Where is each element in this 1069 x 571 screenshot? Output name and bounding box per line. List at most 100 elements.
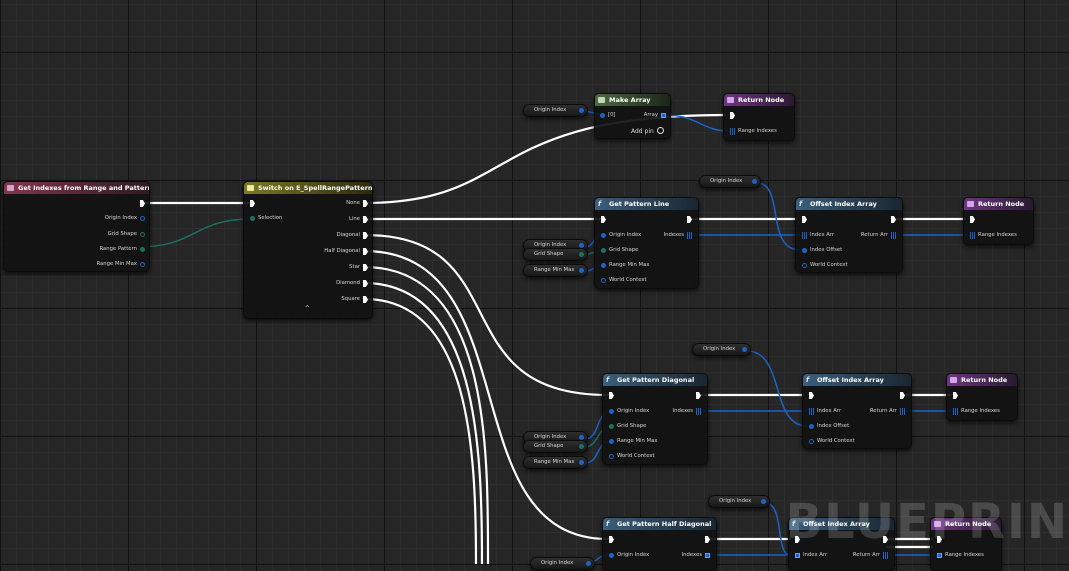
exec-out-pin[interactable] [705,536,710,543]
return-icon [967,201,974,207]
case-star-pin[interactable]: Star [349,264,360,270]
exec-in-pin[interactable] [730,112,735,119]
data-wire [764,502,791,556]
case-half-diagonal-pin[interactable]: Half Diagonal [324,248,360,254]
return-node[interactable]: Return Node Range Indexes [963,197,1034,245]
index-offset-pin[interactable]: Index Offset [802,246,852,255]
range-pattern-pin[interactable]: Range Pattern [85,245,145,254]
exec-wire [362,297,478,564]
origin-index-getter[interactable]: Origin Index [523,104,588,117]
indexes-pin[interactable]: Indexes [681,552,702,558]
range-min-max-getter[interactable]: Range Min Max [523,264,588,277]
return-icon [950,377,957,383]
world-context-pin[interactable]: World Context [609,452,669,461]
exec-in-pin[interactable] [937,536,942,543]
return-arr-pin[interactable]: Return Arr [860,232,888,238]
exec-out-pin[interactable] [363,232,368,239]
grid-shape-getter[interactable]: Grid Shape [523,440,588,453]
return-arr-pin[interactable]: Return Arr [852,552,880,558]
return-arr-pin[interactable]: Return Arr [869,408,897,414]
data-wire [746,350,808,427]
exec-in-pin[interactable] [609,536,614,543]
exec-out-pin[interactable] [696,392,701,399]
world-context-pin[interactable]: World Context [802,261,852,270]
exec-out-pin[interactable] [363,264,368,271]
origin-index-pin[interactable]: Origin Index [601,231,661,240]
origin-index-getter[interactable]: Origin Index [708,495,770,508]
range-indexes-pin[interactable]: Range Indexes [961,408,1000,414]
range-min-max-pin[interactable]: Range Min Max [85,260,145,269]
function-entry-node[interactable]: Get Indexes from Range and Pattern Origi… [3,181,150,272]
world-context-pin[interactable]: World Context [601,276,661,285]
data-wire [756,182,801,251]
range-indexes-pin[interactable]: Range Indexes [738,128,777,134]
switch-node[interactable]: Switch on E_SpellRangePattern Selection … [243,181,373,319]
case-square-pin[interactable]: Square [341,296,360,302]
exec-out-pin[interactable] [140,200,145,207]
add-pin-button[interactable]: Add pin [631,127,664,135]
exec-out-pin[interactable] [883,536,888,543]
make-array-node[interactable]: Make Array [0] Array Add pin [594,93,671,139]
range-min-max-getter[interactable]: Range Min Max [523,456,588,469]
exec-out-pin[interactable] [363,200,368,207]
indexes-pin[interactable]: Indexes [672,408,693,414]
return-icon [727,97,734,103]
exec-out-pin[interactable] [363,248,368,255]
range-indexes-pin[interactable]: Range Indexes [945,552,984,558]
exec-out-pin[interactable] [363,296,368,303]
origin-index-pin[interactable]: Origin Index [609,407,669,416]
indexes-pin[interactable]: Indexes [663,232,684,238]
origin-index-pin[interactable]: Origin Index [609,551,669,560]
grid-shape-pin[interactable]: Grid Shape [85,230,145,239]
case-diamond-pin[interactable]: Diamond [336,280,360,286]
chevron-up-icon[interactable]: ⌃ [304,304,311,313]
case-none-pin[interactable]: None [346,200,360,206]
world-context-pin[interactable]: World Context [809,437,859,446]
exec-in-pin[interactable] [970,216,975,223]
exec-out-pin[interactable] [687,216,692,223]
exec-in-pin[interactable] [953,392,958,399]
exec-out-pin[interactable] [900,392,905,399]
case-line-pin[interactable]: Line [348,216,360,222]
selection-pin[interactable]: Selection [250,214,310,223]
exec-out-pin[interactable] [363,216,368,223]
array-pin-icon [883,552,888,559]
array-element-pin[interactable]: [0] [600,111,630,120]
origin-index-pin[interactable]: Origin Index [85,214,145,223]
exec-out-pin[interactable] [891,216,896,223]
range-min-max-pin[interactable]: Range Min Max [601,261,661,270]
switch-icon [247,185,254,191]
index-arr-pin[interactable]: Index Arr [817,408,842,414]
exec-in-pin[interactable] [609,392,614,399]
array-out-pin[interactable]: Array [643,112,658,118]
index-arr-pin[interactable]: Index Arr [810,232,835,238]
grid-shape-pin[interactable]: Grid Shape [609,422,669,431]
case-diagonal-pin[interactable]: Diagonal [336,232,360,238]
plus-icon [656,127,664,134]
grid-shape-pin[interactable]: Grid Shape [601,246,661,255]
origin-index-getter[interactable]: Origin Index [699,175,761,188]
data-wire [138,218,251,248]
exec-in-pin[interactable] [250,200,255,207]
index-arr-pin[interactable]: Index Arr [803,552,828,558]
exec-in-pin[interactable] [809,392,814,399]
origin-index-getter[interactable]: Origin Index [692,343,751,356]
exec-out-pin[interactable] [363,280,368,287]
range-min-max-pin[interactable]: Range Min Max [609,437,669,446]
return-node[interactable]: Return Node Range Indexes [930,517,1002,571]
return-node[interactable]: Return Node Range Indexes [723,93,795,141]
exec-in-pin[interactable] [795,536,800,543]
range-indexes-pin[interactable]: Range Indexes [978,232,1017,238]
index-offset-pin[interactable]: Index Offset [809,422,859,431]
exec-in-pin[interactable] [802,216,807,223]
exec-in-pin[interactable] [601,216,606,223]
grid-shape-getter[interactable]: Grid Shape [523,248,588,261]
return-node[interactable]: Return Node Range Indexes [946,373,1018,421]
